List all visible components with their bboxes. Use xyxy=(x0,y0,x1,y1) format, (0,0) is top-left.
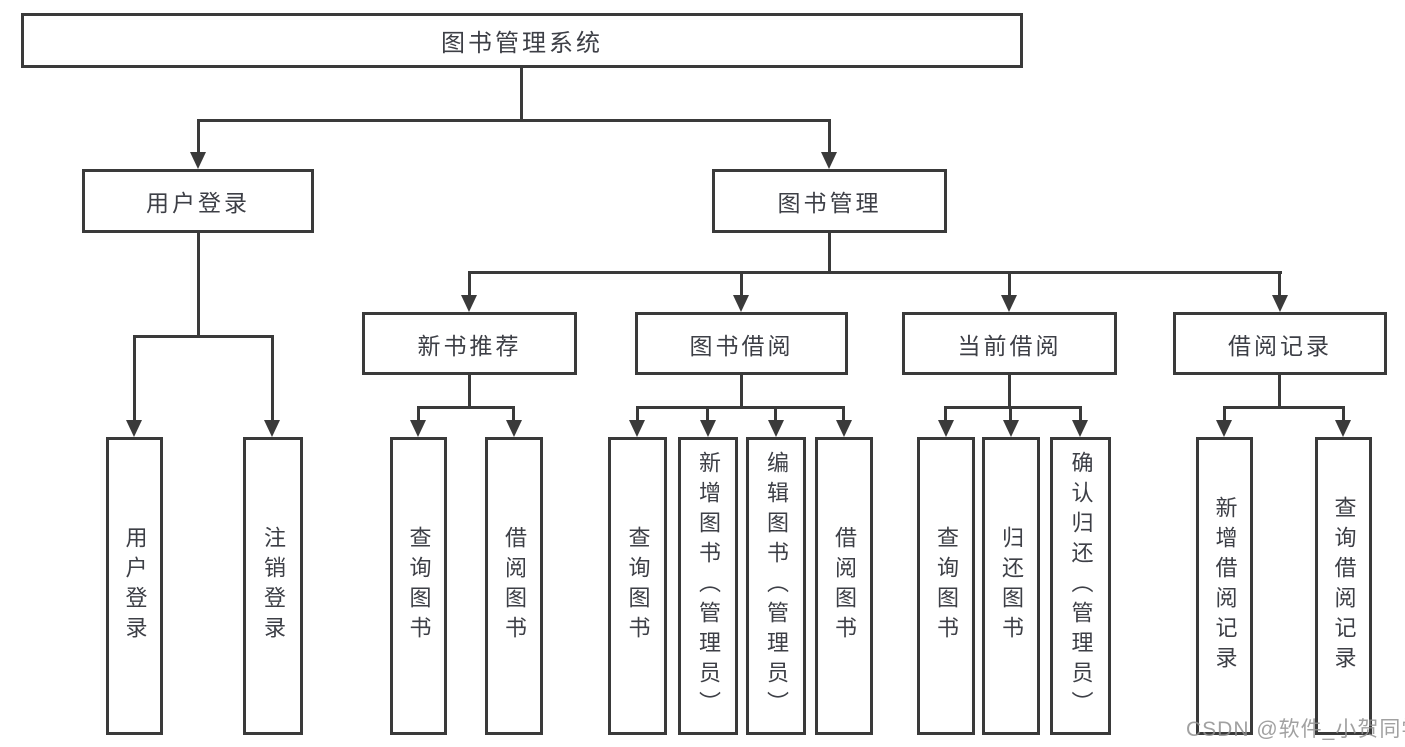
connector-line xyxy=(774,406,777,421)
arrow-down-icon xyxy=(410,420,426,437)
connector-line xyxy=(944,406,947,421)
node-new-book-recommendation: 新书推荐 xyxy=(362,312,577,375)
arrow-down-icon xyxy=(1216,420,1232,437)
connector-line xyxy=(828,233,831,271)
arrow-down-icon xyxy=(821,152,837,169)
connector-line xyxy=(468,271,471,296)
connector-line xyxy=(828,119,831,155)
arrow-down-icon xyxy=(733,295,749,312)
connector-line xyxy=(512,406,515,421)
connector-line xyxy=(468,375,471,406)
connector-line xyxy=(468,271,1282,274)
node-user-login: 用户登录 xyxy=(82,169,314,233)
arrow-down-icon xyxy=(629,420,645,437)
connector-line xyxy=(133,335,136,421)
arrow-down-icon xyxy=(938,420,954,437)
leaf-br-query-record: 查询借阅记录 xyxy=(1315,437,1372,735)
node-borrowing-records: 借阅记录 xyxy=(1173,312,1387,375)
arrow-down-icon xyxy=(1335,420,1351,437)
leaf-logout-login: 注销登录 xyxy=(243,437,303,735)
arrow-down-icon xyxy=(1001,295,1017,312)
arrow-down-icon xyxy=(1272,295,1288,312)
arrow-down-icon xyxy=(700,420,716,437)
connector-line xyxy=(197,119,831,122)
node-current-borrowing: 当前借阅 xyxy=(902,312,1117,375)
leaf-cb-query-books: 查询图书 xyxy=(917,437,975,735)
arrow-down-icon xyxy=(1003,420,1019,437)
arrow-down-icon xyxy=(461,295,477,312)
connector-line xyxy=(842,406,845,421)
connector-line xyxy=(1009,406,1012,421)
connector-line xyxy=(1008,271,1011,296)
leaf-cb-confirm-return-admin: 确认归还（管理员） xyxy=(1050,437,1111,735)
node-book-management: 图书管理 xyxy=(712,169,947,233)
leaf-user-login: 用户登录 xyxy=(106,437,163,735)
connector-line xyxy=(740,271,743,296)
leaf-bb-query-books: 查询图书 xyxy=(608,437,667,735)
arrow-down-icon xyxy=(506,420,522,437)
arrow-down-icon xyxy=(1072,420,1088,437)
connector-line xyxy=(197,119,200,155)
connector-line xyxy=(1223,406,1345,409)
connector-line xyxy=(1342,406,1345,421)
connector-line xyxy=(133,335,274,338)
connector-line xyxy=(1008,375,1011,406)
arrow-down-icon xyxy=(836,420,852,437)
leaf-nbr-query-books: 查询图书 xyxy=(390,437,447,735)
connector-line xyxy=(636,406,639,421)
connector-line xyxy=(417,406,420,421)
node-root: 图书管理系统 xyxy=(21,13,1023,68)
node-book-borrowing: 图书借阅 xyxy=(635,312,848,375)
connector-line xyxy=(1278,271,1281,296)
connector-line xyxy=(636,406,845,409)
connector-line xyxy=(520,66,523,119)
connector-line xyxy=(706,406,709,421)
csdn-watermark: CSDN @软件_小贺同学 xyxy=(1186,718,1405,741)
leaf-bb-edit-book-admin: 编辑图书（管理员） xyxy=(746,437,806,735)
connector-line xyxy=(417,406,515,409)
arrow-down-icon xyxy=(264,420,280,437)
leaf-br-add-record: 新增借阅记录 xyxy=(1196,437,1253,735)
arrow-down-icon xyxy=(126,420,142,437)
leaf-bb-borrow-books: 借阅图书 xyxy=(815,437,873,735)
leaf-bb-add-book-admin: 新增图书（管理员） xyxy=(678,437,738,735)
connector-line xyxy=(1079,406,1082,421)
leaf-cb-return-books: 归还图书 xyxy=(982,437,1040,735)
connector-line xyxy=(740,375,743,406)
connector-line xyxy=(197,233,200,335)
leaf-nbr-borrow-books: 借阅图书 xyxy=(485,437,543,735)
connector-line xyxy=(1278,375,1281,406)
arrow-down-icon xyxy=(768,420,784,437)
connector-line xyxy=(271,335,274,421)
connector-line xyxy=(1223,406,1226,421)
arrow-down-icon xyxy=(190,152,206,169)
connector-line xyxy=(944,406,1081,409)
